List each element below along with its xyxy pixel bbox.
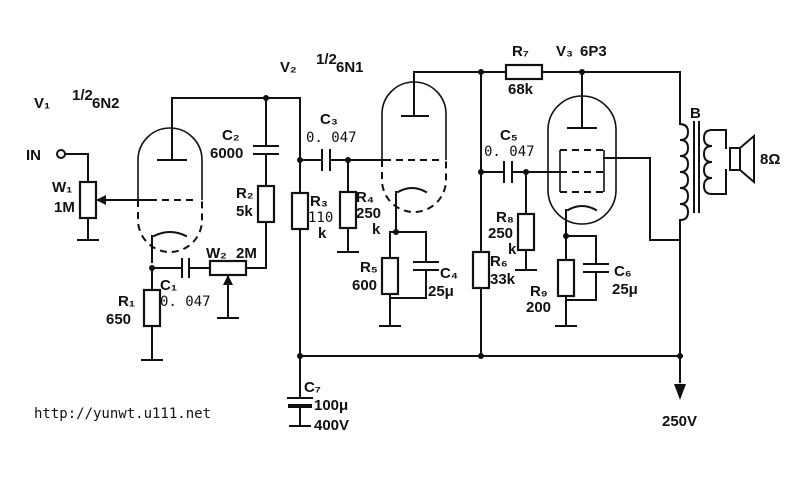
r3-value: 110 — [308, 210, 333, 226]
transformer-label: B — [690, 105, 701, 122]
r4-value: 250 — [356, 205, 381, 222]
transformer-core — [693, 121, 700, 213]
w2-value: 2M — [236, 245, 257, 262]
v3-cathode-wire — [565, 235, 597, 265]
c7-value: 100μ — [314, 397, 348, 414]
c2-name: C₂ — [222, 127, 240, 144]
c4-ground-wire — [389, 269, 427, 299]
c6-ground-wire — [565, 271, 597, 301]
wiper-arrow-icon — [96, 195, 106, 205]
c7-name: C₇ — [304, 379, 321, 396]
w1-potentiometer[interactable] — [78, 180, 98, 220]
c4-name: C₄ — [440, 265, 458, 282]
v2-type: 6N1 — [336, 59, 364, 76]
r7-out-wire — [541, 71, 681, 125]
junction-dot — [297, 157, 303, 163]
input-wire — [64, 153, 89, 183]
v2-plate-lead — [413, 71, 511, 117]
v1-tube-upper — [137, 127, 203, 200]
c1-name: C₁ — [160, 277, 177, 294]
c4-capacitor[interactable] — [413, 261, 439, 271]
v2-cathode-wire — [389, 231, 427, 263]
w1-name: W₁ — [52, 179, 72, 196]
c5-value: 0. 047 — [484, 144, 535, 160]
c4-value: 25μ — [428, 283, 454, 300]
r1-resistor[interactable] — [142, 288, 162, 328]
transformer-secondary — [702, 128, 714, 196]
r6-name: R₆ — [490, 253, 508, 270]
r6-resistor[interactable] — [471, 250, 491, 290]
r4-unit: k — [372, 221, 381, 238]
c2-value: 6000 — [210, 145, 243, 162]
junction-dot — [579, 69, 585, 75]
r4-resistor[interactable] — [338, 190, 358, 230]
w2-potentiometer[interactable] — [208, 259, 248, 277]
wiper-arrow-icon — [223, 275, 233, 285]
r1-name: R₁ — [118, 293, 135, 310]
v3-tube — [547, 95, 617, 225]
r2-value: 5k — [236, 203, 253, 220]
input-label: IN — [26, 147, 41, 164]
v2-tube-lower — [381, 160, 447, 213]
r9-resistor[interactable] — [556, 258, 576, 298]
w1-value: 1M — [54, 199, 75, 216]
r3-resistor[interactable] — [290, 191, 310, 231]
r2-name: R₂ — [236, 185, 254, 202]
c6-value: 25μ — [612, 281, 638, 298]
r4-name: R₄ — [356, 189, 374, 206]
v3-screen-lead — [603, 157, 681, 241]
r5-resistor[interactable] — [380, 256, 400, 296]
c3-value: 0. 047 — [306, 130, 357, 146]
r7-value: 68k — [508, 81, 534, 98]
c3-capacitor[interactable] — [321, 149, 331, 171]
c6-name: C₆ — [614, 263, 632, 280]
r3-name: R₃ — [310, 193, 328, 210]
c2-capacitor[interactable] — [253, 145, 279, 155]
r2-resistor[interactable] — [256, 184, 276, 224]
r9-value: 200 — [526, 299, 551, 316]
v2-label: V₂ — [280, 59, 297, 76]
c5-name: C₅ — [500, 127, 518, 144]
c5-capacitor[interactable] — [503, 161, 513, 183]
r5-value: 600 — [352, 277, 377, 294]
source-url: http://yunwt.u111.net — [34, 406, 211, 422]
c1-value: 0. 047 — [160, 294, 211, 310]
c1-capacitor[interactable] — [181, 258, 190, 278]
r8-unit: k — [508, 241, 517, 258]
w2-name: W₂ — [206, 245, 227, 262]
r8-resistor[interactable] — [516, 212, 536, 252]
transformer-primary — [678, 122, 690, 241]
v3-label: V₃ — [556, 43, 573, 60]
r9-name: R₉ — [530, 283, 548, 300]
v1-tube-lower — [137, 200, 203, 253]
c6-capacitor[interactable] — [583, 263, 609, 273]
v3-cathode — [566, 205, 598, 212]
v2-cathode — [396, 187, 428, 194]
v1-fraction: 1/2 — [72, 87, 93, 104]
c7-voltage: 400V — [314, 417, 349, 434]
v3-type: 6P3 — [580, 43, 607, 60]
r1-value: 650 — [106, 311, 131, 328]
v2-fraction: 1/2 — [316, 51, 337, 68]
v1-label: V₁ — [34, 95, 50, 112]
r5-name: R₅ — [360, 259, 378, 276]
speaker-icon — [729, 133, 755, 185]
r8-name: R₈ — [496, 209, 514, 226]
r7-name: R₇ — [512, 43, 529, 60]
r8-value: 250 — [488, 225, 513, 242]
c3-name: C₃ — [320, 111, 338, 128]
r7-resistor[interactable] — [504, 63, 544, 81]
c7-plate — [288, 404, 312, 408]
input-terminal[interactable] — [56, 149, 66, 159]
supply-arrow-icon — [674, 384, 686, 400]
r6-value: 33k — [490, 271, 516, 288]
r3-unit: k — [318, 225, 327, 242]
speaker-label: 8Ω — [760, 151, 780, 168]
supply-label: 250V — [662, 413, 697, 430]
v1-type: 6N2 — [92, 95, 120, 112]
v1-cathode — [152, 231, 188, 238]
secondary-wires — [711, 129, 727, 195]
